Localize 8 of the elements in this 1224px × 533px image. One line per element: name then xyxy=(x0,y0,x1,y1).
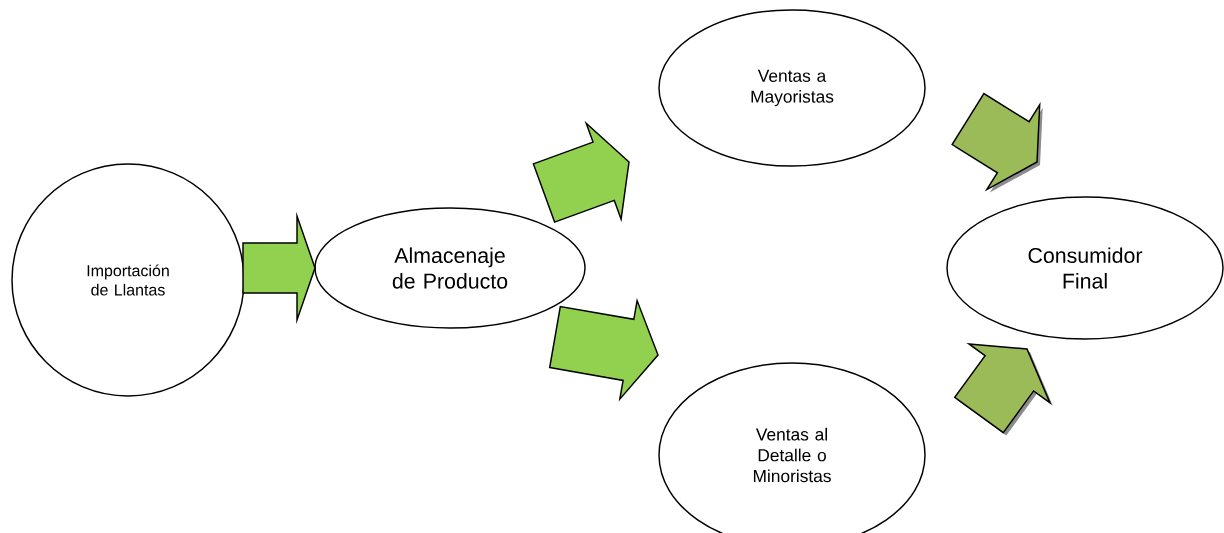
ellipse-node: Consumidor Final xyxy=(946,196,1224,340)
block-arrow xyxy=(951,92,1043,193)
block-arrow xyxy=(953,342,1053,436)
circle-node: Importación de Llantas xyxy=(11,163,245,397)
block-arrow xyxy=(242,211,316,325)
ellipse-node: Almacenaje de Producto xyxy=(314,207,586,329)
block-arrow xyxy=(548,297,659,402)
ellipse-node: Ventas a Mayoristas xyxy=(658,9,926,167)
